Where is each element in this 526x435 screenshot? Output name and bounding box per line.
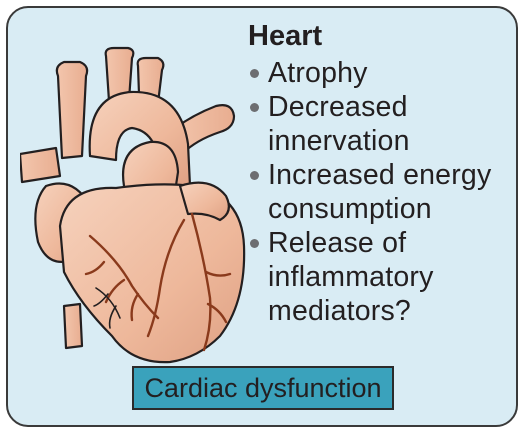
organ-title: Heart	[248, 18, 516, 54]
effect-item: Decreased innervation	[246, 90, 516, 158]
bullet-dot-icon	[250, 69, 259, 78]
bullet-dot-icon	[250, 239, 259, 248]
bullet-dot-icon	[250, 103, 259, 112]
effect-label: Decreased innervation	[268, 91, 410, 157]
effect-label: Release of inflammatory mediators?	[268, 227, 434, 327]
effects-list: Atrophy Decreased innervation Increased …	[246, 56, 516, 328]
outcome-box: Cardiac dysfunction	[132, 366, 394, 410]
effect-label: Increased energy consumption	[268, 159, 491, 225]
heart-effects-panel: Heart Atrophy Decreased innervation Incr…	[6, 6, 518, 427]
effects-text: Heart Atrophy Decreased innervation Incr…	[246, 18, 516, 328]
bullet-dot-icon	[250, 171, 259, 180]
heart-illustration	[20, 36, 250, 366]
effect-item: Atrophy	[246, 56, 516, 90]
effect-item: Increased energy consumption	[246, 158, 516, 226]
effect-label: Atrophy	[268, 57, 368, 89]
effect-item: Release of inflammatory mediators?	[246, 226, 516, 328]
